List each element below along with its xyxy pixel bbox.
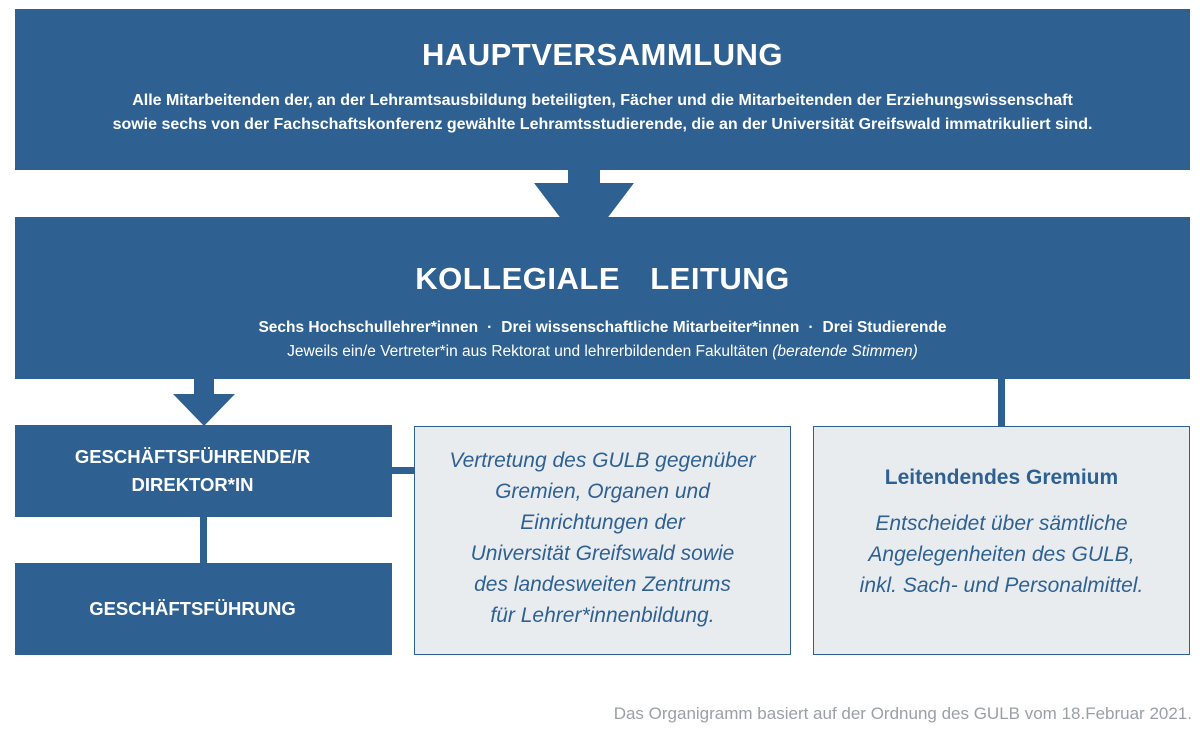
vertretung-box: Vertretung des GULB gegenüber Gremien, O… <box>414 426 791 655</box>
kollegiale-leitung-advisors: Jeweils ein/e Vertreter*in aus Rektorat … <box>15 343 1190 361</box>
advisors-text: Jeweils ein/e Vertreter*in aus Rektorat … <box>287 343 768 360</box>
leitendes-gremium-title: Leitendendes Gremium <box>884 466 1119 489</box>
leitendes-gremium-line: Entscheidet über sämtliche <box>875 512 1128 535</box>
line-kl-to-lg <box>998 379 1005 426</box>
vertretung-line: des landesweiten Zentrums <box>474 572 731 596</box>
arrow-kl-to-gfd <box>173 379 235 426</box>
leitendes-gremium-box: Leitendendes Gremium Entscheidet über sä… <box>813 426 1190 655</box>
hauptversammlung-title: HAUPTVERSAMMLUNG <box>421 37 784 72</box>
geschaeftsfuehrung-box: GESCHÄFTSFÜHRUNG <box>15 563 392 655</box>
vertretung-line: Universität Greifswald sowie <box>470 541 735 565</box>
kollegiale-leitung-box: KOLLEGIALE LEITUNG Sechs Hochschullehrer… <box>15 217 1190 379</box>
vertretung-line: Einrichtungen der <box>520 510 685 534</box>
direktion-line-1: GESCHÄFTSFÜHRENDE/R <box>74 446 311 467</box>
direktion-line-2: DIREKTOR*IN <box>131 474 254 495</box>
member-studierende: Drei Studierende <box>822 319 947 336</box>
kollegiale-leitung-title: KOLLEGIALE LEITUNG <box>415 261 790 296</box>
member-mitarbeiter: Drei wissenschaftliche Mitarbeiter*innen <box>501 319 800 336</box>
member-hochschullehrer: Sechs Hochschullehrer*innen <box>258 319 479 336</box>
hauptversammlung-line-1: Alle Mitarbeitenden der, an der Lehramts… <box>132 92 1073 109</box>
line-gfd-to-gf <box>200 517 207 563</box>
member-separator: · <box>487 319 493 336</box>
line-gfd-to-vt <box>392 467 414 474</box>
arrow-hv-to-kl <box>534 170 634 249</box>
vertretung-line: Gremien, Organen und <box>495 479 710 503</box>
leitendes-gremium-line: Angelegenheiten des GULB, <box>868 543 1135 566</box>
footnote: Das Organigramm basiert auf der Ordnung … <box>613 704 1192 723</box>
kollegiale-leitung-members: Sechs Hochschullehrer*innen · Drei wissens… <box>15 319 1190 337</box>
geschaeftsfuehrende-direktion-box: GESCHÄFTSFÜHRENDE/R DIREKTOR*IN <box>15 425 392 517</box>
vertretung-line: für Lehrer*innenbildung. <box>490 603 715 627</box>
hauptversammlung-line-2: sowie sechs von der Fachschaftskonferenz… <box>112 116 1093 133</box>
geschaeftsfuehrung-title: GESCHÄFTSFÜHRUNG <box>89 598 296 619</box>
leitendes-gremium-line: inkl. Sach- und Personalmittel. <box>859 574 1144 597</box>
advisors-note: (beratende Stimmen) <box>772 343 918 360</box>
hauptversammlung-box: HAUPTVERSAMMLUNG Alle Mitarbeitenden der… <box>15 9 1190 170</box>
member-separator: · <box>808 319 814 336</box>
vertretung-line: Vertretung des GULB gegenüber <box>449 448 756 472</box>
hauptversammlung-description: Alle Mitarbeitenden der, an der Lehramts… <box>15 89 1190 137</box>
